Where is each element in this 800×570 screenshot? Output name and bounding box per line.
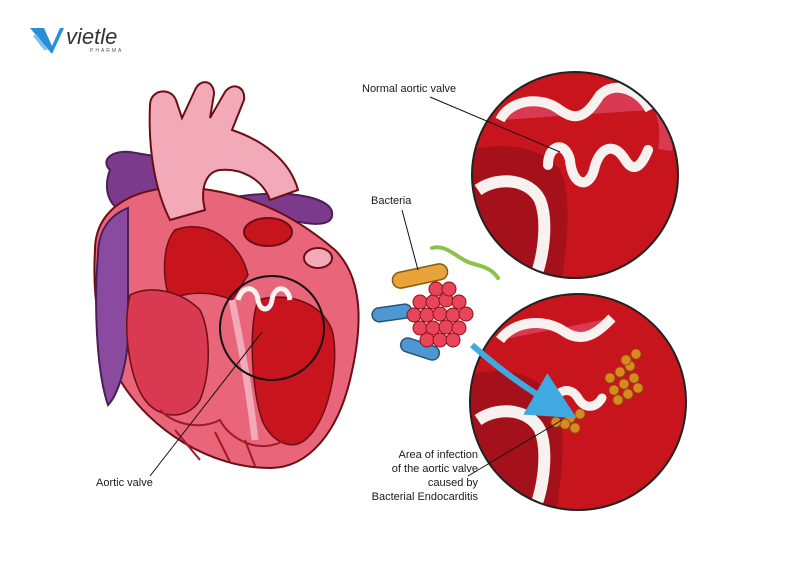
aortic-arch	[148, 81, 300, 222]
leader-aortic-valve	[149, 331, 263, 477]
infection-arrow	[470, 342, 577, 419]
logo-tagline: PHARMA	[90, 48, 123, 54]
brand-logo: vietle PHARMA	[30, 24, 123, 54]
left-ventricle-wall	[95, 206, 130, 407]
heart-illustration	[93, 81, 360, 470]
infected-valve-zoom	[469, 293, 687, 511]
bacteria-cluster	[371, 245, 500, 361]
label-infection-area: Area of infection of the aortic valve ca…	[372, 449, 479, 503]
logo-check-icon	[33, 34, 48, 50]
aorta-opening	[243, 217, 293, 247]
red-cocci-cluster	[406, 281, 474, 348]
blue-bacterium-1	[371, 303, 413, 323]
left-ventricle-chamber	[126, 289, 209, 416]
label-aortic-valve: Aortic valve	[96, 477, 153, 489]
svg-text:of the aortic valve: of the aortic valve	[392, 463, 478, 475]
logo-wordmark: vietle	[66, 24, 117, 49]
svg-text:Bacterial Endocarditis: Bacterial Endocarditis	[372, 491, 479, 503]
leader-bacteria	[401, 209, 419, 271]
green-bacterium	[430, 245, 500, 280]
septum	[228, 299, 259, 441]
normal-valve-zoom	[471, 71, 679, 279]
svg-text:caused by: caused by	[428, 477, 479, 489]
aortic-valve-highlight-circle	[219, 275, 325, 381]
leader-infection	[467, 419, 563, 477]
pulmonary-opening	[303, 247, 333, 269]
vegetation-infection	[550, 348, 644, 434]
heart-aortic-valve	[235, 286, 293, 312]
labels: Normal aortic valve Bacteria Aortic valv…	[96, 83, 563, 503]
papillary-muscles	[159, 409, 286, 467]
left-atrium-chamber	[163, 225, 249, 302]
leader-normal-valve	[429, 96, 561, 153]
normal-aortic-valve-leaflets	[543, 142, 653, 188]
logo-mark-icon	[30, 28, 64, 54]
orange-bacterium	[391, 263, 449, 289]
label-normal-aortic-valve: Normal aortic valve	[362, 83, 456, 95]
svg-text:Area of infection: Area of infection	[399, 449, 479, 461]
label-bacteria: Bacteria	[371, 195, 412, 207]
